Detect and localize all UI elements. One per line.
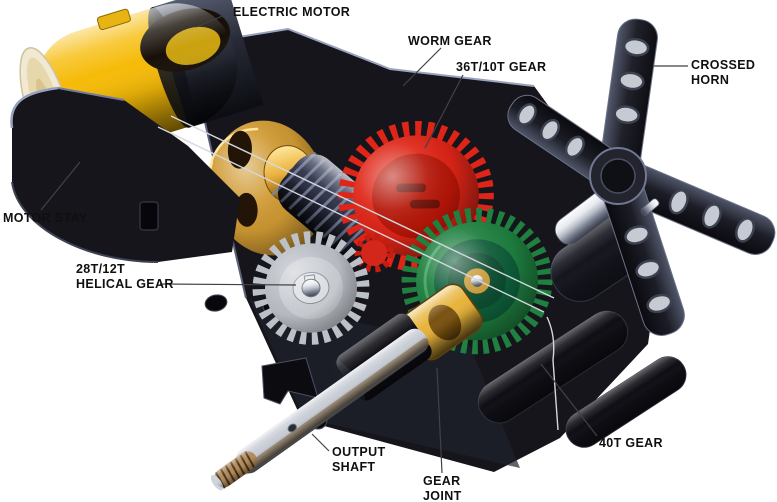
horn-hole [701,203,722,229]
horn-hole [635,259,662,279]
label-36t-10t-gear: 36T/10T GEAR [456,60,546,75]
ghost-line-corner [546,316,559,431]
ghost-line-1 [157,126,545,313]
horn-hub-center [600,158,636,194]
motor-plate-hole-bottom [235,192,258,227]
label-crossed-horn-line2: HORN [691,73,730,87]
ghost-line-2 [170,115,555,299]
label-40t-gear-text: 40T GEAR [599,436,663,450]
motor-stay-leader [40,161,81,211]
motor-stay-body [11,88,240,263]
label-gear-joint-line2: JOINT [423,489,462,502]
label-helical-gear-line2: HELICAL GEAR [76,277,174,291]
gear-36t-teeth [338,120,494,272]
motor-stay-edge-right [57,87,125,101]
electric-motor-leader [195,12,231,28]
worm-gear-leader [402,47,442,87]
motor-stay [10,86,240,263]
label-worm-gear: WORM GEAR [408,34,492,49]
label-gear-joint: GEAR JOINT [423,474,462,502]
housing-hole-left [204,294,228,312]
horn-hole [735,217,756,243]
label-crossed-horn-line1: CROSSED [691,58,756,72]
output-shaft-thread [210,451,258,491]
horn-hole [624,225,651,245]
label-motor-stay-text: MOTOR STAY [3,211,88,225]
horn-hole [622,37,650,57]
label-output-shaft-line2: SHAFT [332,460,376,474]
horn-hole [540,118,561,142]
horn-hole [613,105,640,124]
output-shaft-shading [235,328,429,474]
horn-hole [516,103,537,126]
label-electric-motor: ELECTRIC MOTOR [233,5,350,20]
output-shaft-hole [287,423,297,433]
label-worm-gear-text: WORM GEAR [408,34,492,48]
horn-hole [564,135,585,159]
gear-36t-10t [338,120,494,272]
motor-plate-hole-top [227,130,252,169]
helical-gear-leader [159,283,297,286]
horn-pin [640,198,660,216]
horn-hole [618,71,645,91]
motor-stay-edge-top [10,86,59,129]
housing-bottom-tab [261,357,319,405]
output-shaft-leader [311,433,330,452]
motor-stay-notch [139,201,159,231]
label-output-shaft: OUTPUT SHAFT [332,445,386,475]
label-40t-gear: 40T GEAR [599,436,663,451]
label-electric-motor-text: ELECTRIC MOTOR [233,5,351,19]
horn-hole [646,293,673,314]
gear-joint-leader [436,367,443,474]
label-motor-stay: MOTOR STAY [3,211,88,226]
pinion-body [361,240,387,266]
cutaway-ghost-lines [157,115,559,431]
motor-stay-edge-bottom [11,181,159,263]
gear-36t-shading [353,135,479,257]
label-helical-gear: 28T/12T HELICAL GEAR [76,262,174,292]
helical-gear-shading [265,243,357,333]
gear-40t-leader [540,363,598,437]
pinion-teeth [354,233,394,273]
label-crossed-horn: CROSSED HORN [691,58,755,88]
label-output-shaft-line1: OUTPUT [332,445,386,459]
gear-10t-pinion [354,233,394,273]
motor-top-clip [96,8,131,31]
thread-shading [214,451,258,488]
crossed-horn [507,18,776,336]
label-36t-10t-gear-text: 36T/10T GEAR [456,60,547,74]
label-gear-joint-line1: GEAR [423,474,461,488]
horn-arm-down [602,173,685,336]
frame-rail-lower-shading [566,356,686,448]
output-shaft [210,328,430,491]
gear-36t-10t-leader [424,74,464,149]
label-helical-gear-line1: 28T/12T [76,262,126,276]
leader-lines [40,12,688,474]
helical-gear-28t-12t [252,231,370,345]
